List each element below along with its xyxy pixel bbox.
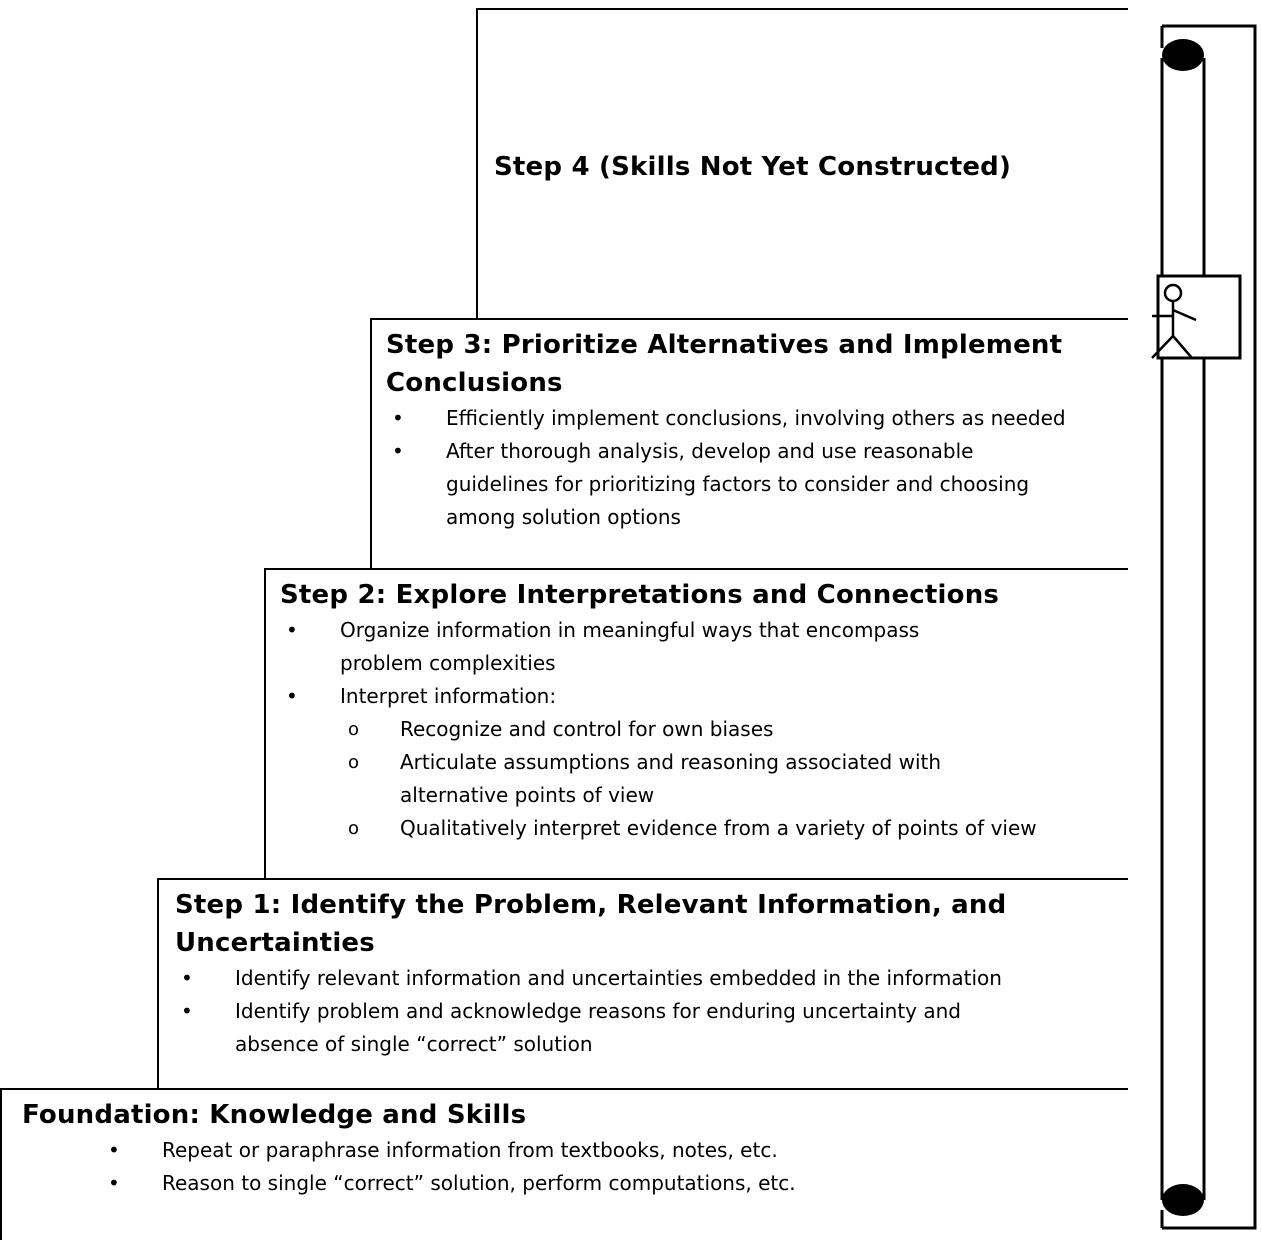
foundation-title: Foundation: Knowledge and Skills <box>22 1100 527 1130</box>
step-1-title-line-2: Uncertainties <box>175 928 375 958</box>
step-2-bullet: Interpret information: <box>280 680 1128 713</box>
foundation-bullet: Repeat or paraphrase information from te… <box>102 1134 1128 1167</box>
step-2-bullet-list: Organize information in meaningful ways … <box>280 614 1128 845</box>
step-1-title-line-1: Step 1: Identify the Problem, Relevant I… <box>175 890 1007 920</box>
step-3-bullet: Efficiently implement conclusions, invol… <box>386 402 1128 435</box>
step-2-sub-bullet: Qualitatively interpret evidence from a … <box>280 812 1128 845</box>
foundation-bullet: Reason to single “correct” solution, per… <box>102 1167 1128 1200</box>
step-2-sub-bullet: Articulate assumptions and reasoning ass… <box>280 746 1010 812</box>
step-2-title: Step 2: Explore Interpretations and Conn… <box>280 580 1000 610</box>
step-3-title-line-1: Step 3: Prioritize Alternatives and Impl… <box>386 330 1063 360</box>
step-3-title-line-2: Conclusions <box>386 368 563 398</box>
step-2-bullet: Organize information in meaningful ways … <box>280 614 1000 680</box>
foundation-box: Foundation: Knowledge and Skills Repeat … <box>0 1088 1128 1240</box>
foundation-bullet-list: Repeat or paraphrase information from te… <box>102 1134 1128 1200</box>
step-1-bullet: Identify relevant information and uncert… <box>175 962 1128 995</box>
step-3-box: Step 3: Prioritize Alternatives and Impl… <box>370 318 1128 570</box>
elevator-shaft-icon <box>1151 24 1257 1230</box>
step-2-box: Step 2: Explore Interpretations and Conn… <box>264 568 1128 880</box>
step-1-bullet-list: Identify relevant information and uncert… <box>175 962 1128 1061</box>
step-3-bullet: After thorough analysis, develop and use… <box>386 435 1046 534</box>
stick-figure-icon <box>1151 274 1242 360</box>
step-3-bullet-list: Efficiently implement conclusions, invol… <box>386 402 1128 534</box>
step-4-title: Step 4 (Skills Not Yet Constructed) <box>494 152 1012 182</box>
step-1-bullet: Identify problem and acknowledge reasons… <box>175 995 1015 1061</box>
step-1-box: Step 1: Identify the Problem, Relevant I… <box>157 878 1128 1090</box>
step-2-sub-bullet: Recognize and control for own biases <box>280 713 1128 746</box>
step-4-box: Step 4 (Skills Not Yet Constructed) <box>476 8 1128 320</box>
